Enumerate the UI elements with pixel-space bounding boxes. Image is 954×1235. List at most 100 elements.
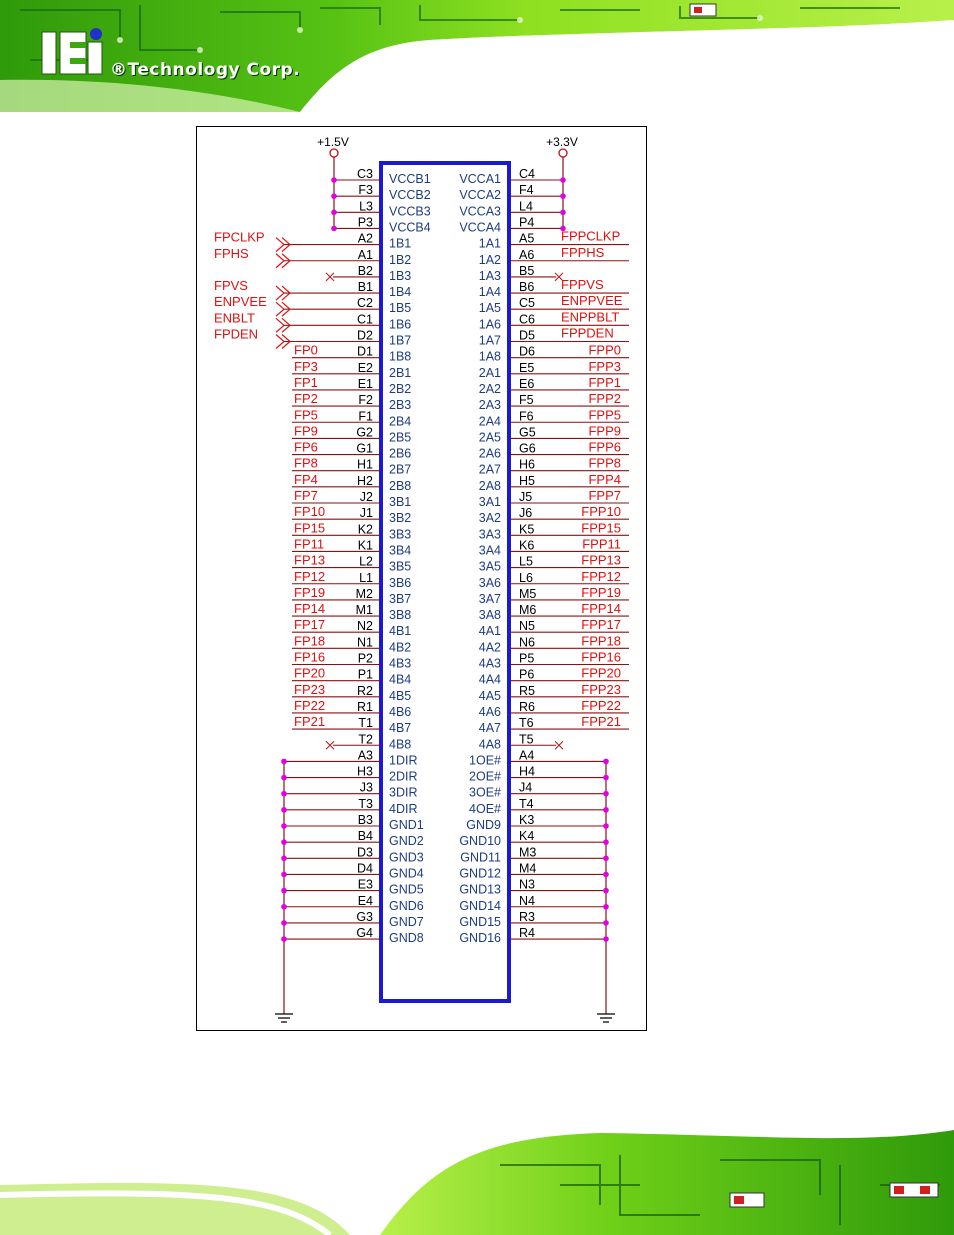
ball-label-N2: N2 (357, 619, 373, 633)
net-label-FP15: FP15 (294, 520, 325, 535)
ball-label-C2: C2 (357, 296, 373, 310)
pin-name-4A2: 4A2 (479, 640, 501, 654)
pin-name-2A3: 2A3 (479, 398, 501, 412)
pin-name-2B2: 2B2 (389, 382, 411, 396)
ball-label-L4: L4 (519, 199, 533, 213)
pin-name-4B4: 4B4 (389, 673, 411, 687)
net-label-FP19: FP19 (294, 585, 325, 600)
pwr-left-symbol (329, 148, 339, 158)
pin-name-GND1: GND1 (389, 818, 424, 832)
net-label-FP23: FP23 (294, 682, 325, 697)
net-label-FPPCLKP: FPPCLKP (561, 229, 620, 244)
net-label-FP3: FP3 (294, 359, 318, 374)
pin-name-1DIR: 1DIR (389, 753, 417, 767)
junction-dot (560, 225, 566, 232)
ball-label-P5: P5 (519, 652, 534, 666)
ball-label-B5: B5 (519, 264, 534, 278)
pin-name-3B5: 3B5 (389, 560, 411, 574)
pin-name-GND5: GND5 (389, 883, 424, 897)
junction-dot (281, 807, 287, 813)
pin-name-GND14: GND14 (459, 899, 501, 913)
ball-label-B2: B2 (358, 264, 373, 278)
ball-label-A2: A2 (358, 232, 373, 246)
junction-dot (603, 887, 609, 894)
pin-name-3B8: 3B8 (389, 608, 411, 622)
pin-name-1A4: 1A4 (479, 285, 501, 299)
ball-label-G6: G6 (519, 442, 536, 456)
pin-name-2B6: 2B6 (389, 447, 411, 461)
pin-name-GND15: GND15 (459, 915, 501, 929)
ball-label-P3: P3 (358, 215, 373, 229)
pin-name-3B4: 3B4 (389, 543, 411, 557)
junction-dot (603, 839, 609, 845)
junction-dot (560, 209, 566, 216)
pin-name-4DIR: 4DIR (389, 802, 417, 816)
no-connect-mark (325, 272, 335, 282)
ball-label-R5: R5 (519, 684, 535, 698)
ball-label-T3: T3 (358, 797, 373, 811)
ball-label-L5: L5 (519, 555, 533, 569)
net-label-FPP23: FPP23 (581, 682, 621, 697)
ball-label-M6: M6 (519, 603, 536, 617)
ball-label-P6: P6 (519, 668, 534, 682)
net-label-FP22: FP22 (294, 698, 325, 713)
junction-dot (281, 758, 287, 765)
net-label-FPDEN: FPDEN (214, 327, 258, 342)
pwr-right-label: +3.3V (546, 135, 578, 149)
net-label-FPP3: FPP3 (588, 359, 621, 374)
ball-label-F2: F2 (358, 393, 373, 407)
pin-name-4B3: 4B3 (389, 657, 411, 671)
net-label-ENPVEE: ENPVEE (214, 294, 267, 309)
junction-dot (281, 839, 287, 845)
pin-name-1OE#: 1OE# (469, 753, 501, 767)
pin-name-3A2: 3A2 (479, 511, 501, 525)
ball-label-G4: G4 (356, 926, 373, 940)
ball-label-E3: E3 (358, 878, 373, 892)
ball-label-J3: J3 (360, 781, 373, 795)
pin-name-2B1: 2B1 (389, 366, 411, 380)
pin-name-4A1: 4A1 (479, 624, 501, 638)
gnd-right-symbol (597, 1013, 615, 1023)
net-label-FPP20: FPP20 (581, 666, 621, 681)
net-label-FP12: FP12 (294, 569, 325, 584)
pin-name-3A5: 3A5 (479, 560, 501, 574)
ball-label-T5: T5 (519, 732, 534, 746)
pin-name-2B7: 2B7 (389, 463, 411, 477)
pin-name-GND7: GND7 (389, 915, 424, 929)
port-symbol (275, 334, 291, 349)
pin-name-4B8: 4B8 (389, 737, 411, 751)
net-label-FPVS: FPVS (214, 278, 248, 293)
no-connect-mark (554, 272, 564, 282)
net-label-FPP12: FPP12 (581, 569, 621, 584)
pin-name-1B8: 1B8 (389, 350, 411, 364)
junction-dot (281, 936, 287, 942)
net-label-FP11: FP11 (294, 536, 324, 551)
pin-name-3B1: 3B1 (389, 495, 411, 509)
junction-dot (560, 177, 566, 183)
ball-label-F5: F5 (519, 393, 534, 407)
pin-name-2A7: 2A7 (479, 463, 501, 477)
pin-name-VCCB1: VCCB1 (389, 172, 431, 186)
net-label-FP5: FP5 (294, 407, 318, 422)
junction-dot (603, 807, 609, 813)
ball-label-F6: F6 (519, 409, 534, 423)
net-label-FPHS: FPHS (214, 246, 249, 261)
pin-name-3B7: 3B7 (389, 592, 411, 606)
ball-label-E4: E4 (358, 894, 373, 908)
net-label-FP8: FP8 (294, 456, 318, 471)
net-label-FPP19: FPP19 (581, 585, 621, 600)
net-label-FPP18: FPP18 (581, 633, 621, 648)
junction-dot (603, 758, 609, 765)
ball-label-B1: B1 (358, 280, 373, 294)
pin-name-4B6: 4B6 (389, 705, 411, 719)
net-label-FPP6: FPP6 (588, 440, 621, 455)
pin-name-4B7: 4B7 (389, 721, 411, 735)
ball-label-D5: D5 (519, 329, 535, 343)
pin-name-2OE#: 2OE# (469, 770, 501, 784)
ball-label-F1: F1 (358, 409, 373, 423)
schematic-frame (196, 126, 647, 1031)
ball-label-B4: B4 (358, 829, 373, 843)
junction-dot (281, 920, 287, 926)
net-label-FPP1: FPP1 (588, 375, 621, 390)
net-label-FPP0: FPP0 (588, 343, 621, 358)
